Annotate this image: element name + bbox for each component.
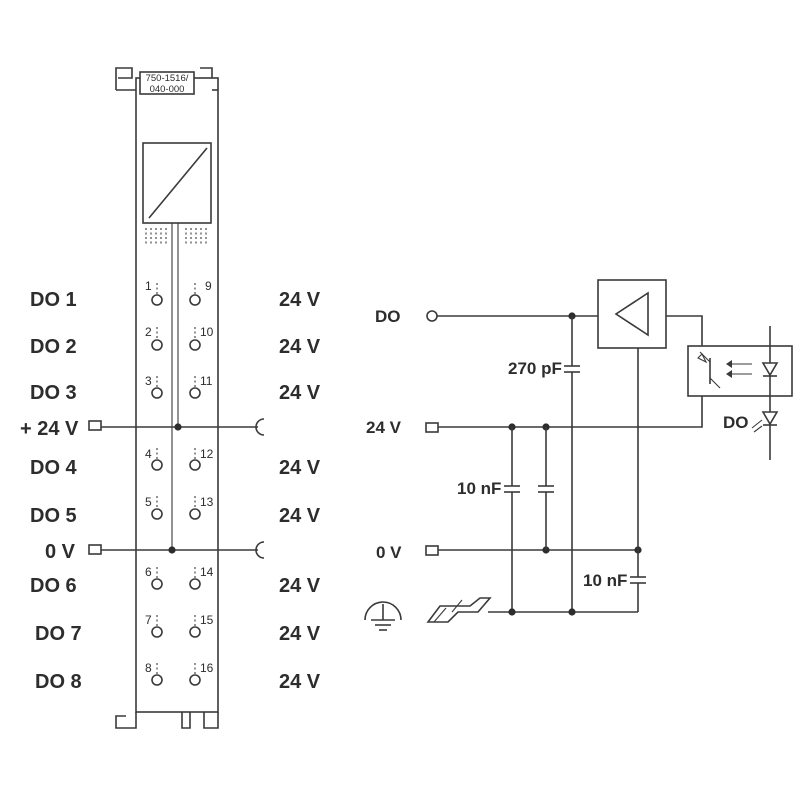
terminal-6 bbox=[151, 567, 163, 590]
label-do3: DO 3 bbox=[30, 382, 77, 404]
label-do6: DO 6 bbox=[30, 575, 77, 597]
terminal-11 bbox=[189, 376, 201, 399]
label-do4: DO 4 bbox=[30, 457, 78, 479]
circuit-label-do: DO bbox=[375, 307, 401, 326]
circuit-schematic: DO DO 24 V 0 V bbox=[364, 279, 793, 631]
terminal-9 bbox=[189, 283, 201, 306]
circuit-label-24v: 24 V bbox=[366, 418, 402, 437]
label-do8: DO 8 bbox=[35, 671, 82, 693]
terminal-number-4: 4 bbox=[145, 447, 152, 461]
cap-10nf-a-label: 10 nF bbox=[457, 479, 501, 498]
terminal-1 bbox=[151, 283, 163, 306]
io-module: 750-1516/ 040-000 bbox=[115, 67, 219, 729]
terminal-number-16: 16 bbox=[200, 661, 214, 675]
label-24v-row3: 24 V bbox=[279, 382, 321, 404]
label-24v-row6: 24 V bbox=[279, 575, 321, 597]
left-labels: DO 1 DO 2 DO 3 + 24 V DO 4 DO 5 0 V DO 6… bbox=[20, 289, 82, 693]
cap-270pf-label: 270 pF bbox=[508, 359, 562, 378]
terminal-3 bbox=[151, 376, 163, 399]
terminal-number-6: 6 bbox=[145, 565, 152, 579]
terminal-2 bbox=[151, 327, 163, 351]
terminal-4 bbox=[151, 448, 163, 471]
module-supply-rails bbox=[88, 418, 265, 559]
terminal-number-13: 13 bbox=[200, 495, 214, 509]
protective-earth-icon bbox=[364, 601, 402, 631]
contact-pins bbox=[145, 228, 207, 246]
label-24v-row1: 24 V bbox=[279, 289, 321, 311]
terminal-8 bbox=[151, 663, 163, 686]
label-do1: DO 1 bbox=[30, 289, 77, 311]
terminal-15 bbox=[189, 615, 201, 638]
terminal-numbers: 1 2 3 4 5 6 7 8 9 10 11 12 13 14 15 16 bbox=[145, 279, 214, 675]
terminal-contacts bbox=[151, 283, 201, 686]
circuit-label-led-do: DO bbox=[723, 413, 749, 432]
label-24v-row5: 24 V bbox=[279, 505, 321, 527]
label-24v-row2: 24 V bbox=[279, 336, 321, 358]
label-24v-row8: 24 V bbox=[279, 671, 321, 693]
circuit-label-0v: 0 V bbox=[376, 543, 402, 562]
label-do7: DO 7 bbox=[35, 623, 82, 645]
label-0v: 0 V bbox=[45, 541, 76, 563]
part-number-line1: 750-1516/ bbox=[146, 73, 189, 84]
terminal-12 bbox=[189, 448, 201, 471]
terminal-7 bbox=[151, 615, 163, 638]
terminal-number-11: 11 bbox=[200, 374, 213, 388]
label-do2: DO 2 bbox=[30, 336, 77, 358]
terminal-number-9: 9 bbox=[205, 279, 212, 293]
right-labels: 24 V 24 V 24 V 24 V 24 V 24 V 24 V 24 V bbox=[279, 289, 321, 693]
terminal-number-1: 1 bbox=[145, 279, 152, 293]
terminal-number-14: 14 bbox=[200, 565, 214, 579]
label-24v-row4: 24 V bbox=[279, 457, 321, 479]
terminal-number-7: 7 bbox=[145, 613, 152, 627]
part-number-line2: 040-000 bbox=[150, 84, 185, 95]
cap-10nf-b-label: 10 nF bbox=[583, 571, 627, 590]
terminal-5 bbox=[151, 496, 163, 520]
terminal-number-10: 10 bbox=[200, 325, 214, 339]
terminal-number-5: 5 bbox=[145, 495, 152, 509]
terminal-number-12: 12 bbox=[200, 447, 214, 461]
terminal-14 bbox=[189, 567, 201, 590]
part-number-box bbox=[139, 71, 195, 95]
terminal-number-3: 3 bbox=[145, 374, 152, 388]
terminal-number-8: 8 bbox=[145, 661, 152, 675]
label-24v-row7: 24 V bbox=[279, 623, 321, 645]
optocoupler bbox=[687, 345, 793, 397]
label-plus-24v: + 24 V bbox=[20, 418, 79, 440]
terminal-13 bbox=[189, 496, 201, 520]
din-rail-icon bbox=[426, 597, 492, 623]
terminal-16 bbox=[189, 663, 201, 686]
terminal-number-15: 15 bbox=[200, 613, 214, 627]
terminal-number-2: 2 bbox=[145, 325, 152, 339]
terminal-10 bbox=[189, 327, 201, 351]
label-do5: DO 5 bbox=[30, 505, 77, 527]
buffer-block bbox=[597, 279, 667, 349]
